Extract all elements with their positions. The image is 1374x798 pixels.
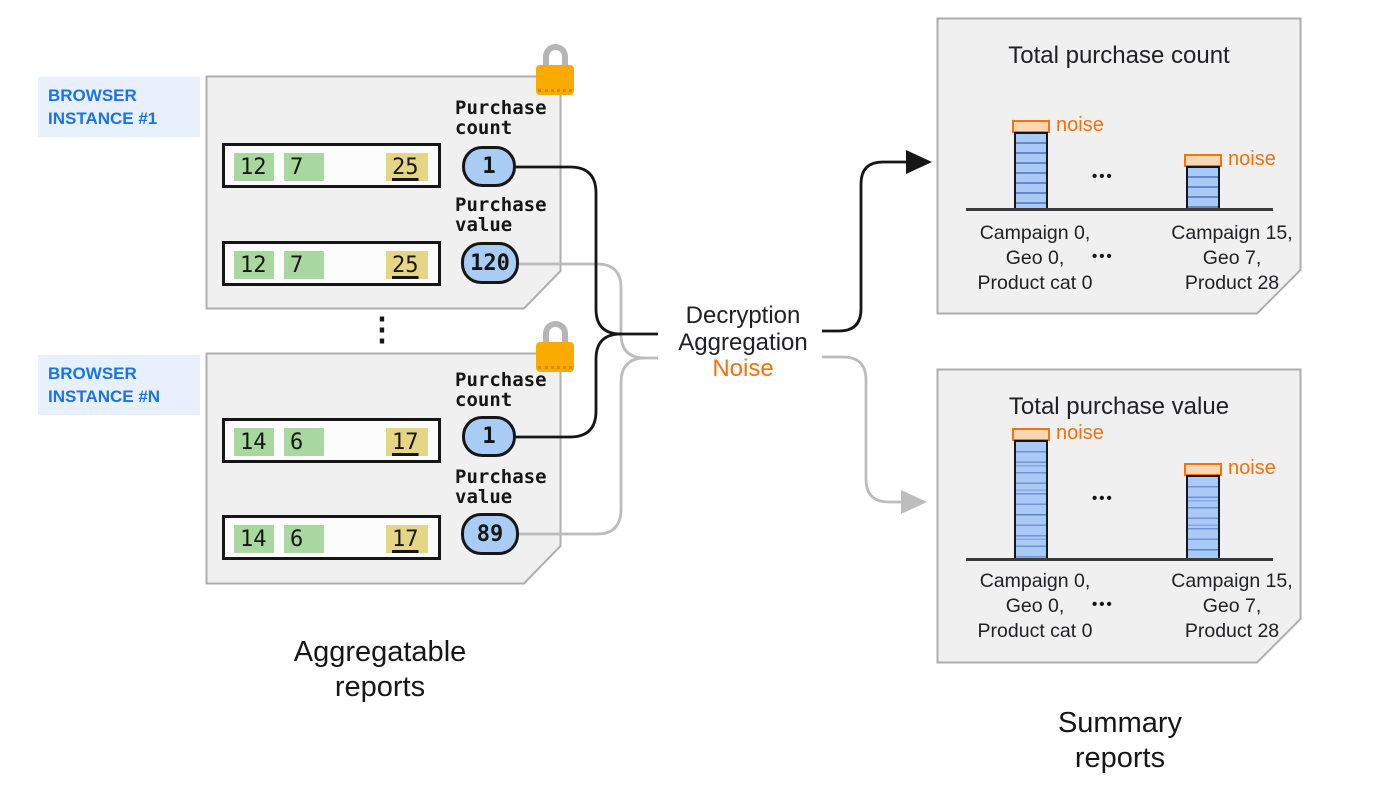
chart-title: Total purchase count — [1008, 42, 1230, 69]
purchase-value-value: 120 — [461, 242, 519, 284]
labels-ellipsis: ••• — [1092, 596, 1114, 613]
lock-icon — [536, 44, 574, 95]
report-row: 12 7 25 — [222, 143, 441, 188]
noise-annotation: noise — [1056, 422, 1104, 444]
lock-body — [536, 342, 574, 372]
bucket-cell: 14 — [234, 428, 274, 456]
bucket-cell-highlight: 25 — [386, 153, 428, 181]
noise-annotation: noise — [1056, 114, 1104, 136]
bucket-cell-highlight: 17 — [386, 428, 428, 456]
bar-axis-label: Campaign 15, Geo 7, Product 28 — [1152, 569, 1312, 644]
bar-count-1 — [1014, 132, 1048, 210]
axis-label-line: Campaign 0, — [979, 570, 1091, 592]
lock-icon — [536, 321, 574, 372]
bucket-cell: 12 — [234, 153, 274, 181]
purchase-count-label: Purchase count — [455, 369, 547, 411]
process-noise: Noise — [712, 355, 774, 382]
axis-label-line: Geo 0, — [1005, 595, 1065, 617]
bucket-cell: 6 — [284, 428, 324, 456]
summary-reports-caption: Summary reports — [1057, 707, 1183, 774]
bars-ellipsis: ••• — [1092, 490, 1114, 507]
report-row: 14 6 17 — [222, 418, 441, 463]
axis-label-line: Geo 7, — [1202, 247, 1262, 269]
bar-value-1 — [1014, 440, 1048, 559]
report-row: 12 7 25 — [222, 241, 441, 286]
bar-axis-label: Campaign 0, Geo 0, Product cat 0 — [955, 569, 1115, 644]
bar-count-2 — [1186, 166, 1220, 210]
aggregatable-reports-caption: Aggregatable reports — [293, 636, 467, 703]
count-connectors — [516, 160, 906, 439]
purchase-count-label: Purchase count — [455, 97, 547, 139]
axis-label-line: Product 28 — [1184, 620, 1280, 642]
noise-annotation: noise — [1228, 148, 1276, 170]
process-decryption: Decryption — [685, 302, 801, 329]
axis-label-line: Product cat 0 — [977, 272, 1093, 294]
lock-body — [536, 65, 574, 95]
purchase-value-label: Purchase value — [455, 194, 547, 236]
bar-value-2 — [1186, 475, 1220, 559]
browser-instance-1-tag: BROWSER INSTANCE #1 — [38, 77, 200, 137]
bar-axis-label: Campaign 15, Geo 7, Product 28 — [1152, 221, 1312, 296]
report-row: 14 6 17 — [222, 515, 441, 560]
axis-label-line: Campaign 0, — [979, 222, 1091, 244]
bars-ellipsis: ••• — [1092, 168, 1114, 185]
purchase-count-value: 1 — [462, 146, 516, 187]
lock-shackle — [542, 44, 568, 70]
bar-axis-label: Campaign 0, Geo 0, Product cat 0 — [955, 221, 1115, 296]
x-axis — [966, 208, 1273, 211]
bucket-cell: 14 — [234, 525, 274, 553]
axis-label-line: Geo 7, — [1202, 595, 1262, 617]
gray-arrowhead-icon — [901, 490, 927, 514]
bucket-cell: 12 — [234, 251, 274, 279]
chart-title: Total purchase value — [1008, 393, 1230, 420]
bucket-cell: 7 — [284, 153, 324, 181]
axis-label-line: Product 28 — [1184, 272, 1280, 294]
black-arrowhead-icon — [906, 150, 932, 174]
axis-label-line: Campaign 15, — [1171, 222, 1293, 244]
more-instances-ellipsis: ⋮ — [366, 311, 398, 347]
purchase-value-label: Purchase value — [455, 466, 547, 508]
purchase-value-value: 89 — [461, 513, 519, 555]
bucket-cell-highlight: 25 — [386, 251, 428, 279]
purchase-count-value: 1 — [462, 416, 516, 457]
bucket-cell: 7 — [284, 251, 324, 279]
bucket-cell-highlight: 17 — [386, 525, 428, 553]
axis-label-line: Campaign 15, — [1171, 570, 1293, 592]
bucket-cell: 6 — [284, 525, 324, 553]
labels-ellipsis: ••• — [1092, 248, 1114, 265]
browser-instance-n-tag: BROWSER INSTANCE #N — [38, 355, 200, 415]
noise-annotation: noise — [1228, 457, 1276, 479]
axis-label-line: Product cat 0 — [977, 620, 1093, 642]
process-aggregation: Aggregation — [678, 328, 808, 356]
axis-label-line: Geo 0, — [1005, 247, 1065, 269]
process-steps: Decryption Aggregation Noise — [648, 302, 838, 383]
x-axis — [966, 558, 1273, 561]
